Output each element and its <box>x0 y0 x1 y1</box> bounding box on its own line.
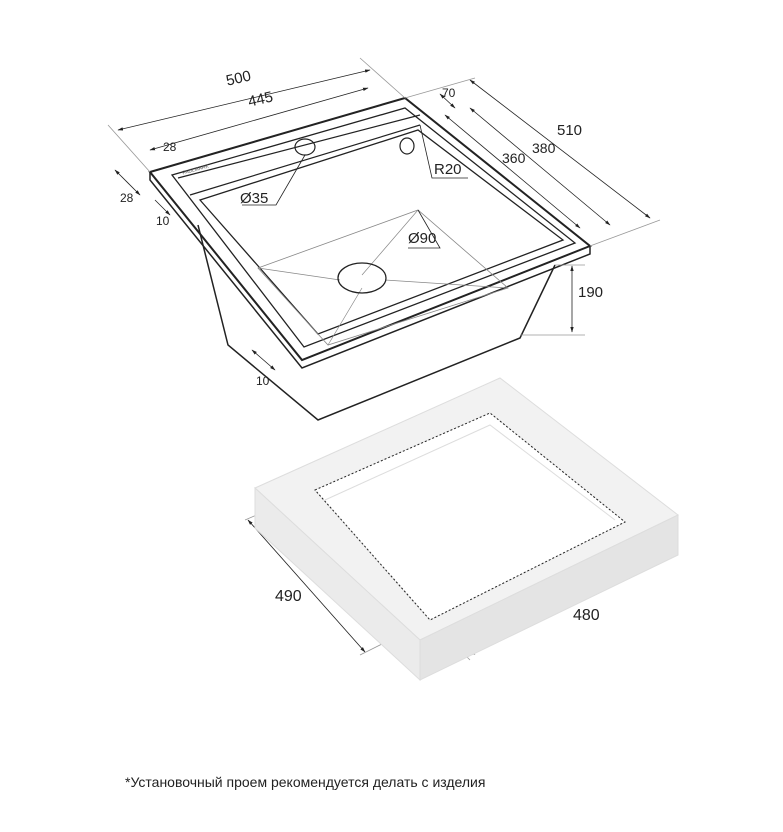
drain-hole <box>337 262 387 294</box>
sink-rim-outer <box>148 96 592 362</box>
dim-r20: R20 <box>434 161 462 178</box>
dim-10-top: 10 <box>156 214 170 228</box>
dim-360: 360 <box>502 150 526 166</box>
footnote: *Установочный проем рекомендуется делать… <box>125 774 486 790</box>
drain-grooves <box>257 209 509 346</box>
dim-190: 190 <box>578 284 604 301</box>
sink <box>148 96 592 421</box>
back-ledge <box>177 114 421 196</box>
dim-480: 480 <box>573 607 600 624</box>
dim-380: 380 <box>532 140 556 156</box>
countertop-cutout <box>254 377 679 682</box>
bowl-floor <box>257 209 509 346</box>
cutout-outline <box>314 412 626 621</box>
overflow-hole <box>399 137 415 155</box>
dim-490: 490 <box>275 588 302 605</box>
dim-drain: Ø90 <box>408 230 437 247</box>
bowl-walls <box>197 224 556 421</box>
dim-70: 70 <box>442 86 456 100</box>
sink-rim-thickness <box>149 172 591 369</box>
cutout-inner-wall <box>324 424 616 521</box>
bowl-opening <box>198 129 565 335</box>
dim-28-left: 28 <box>120 191 134 205</box>
dim-10-bottom: 10 <box>256 374 270 388</box>
dim-28-top: 28 <box>163 140 177 154</box>
dim-510: 510 <box>557 122 583 139</box>
dim-tap-hole: Ø35 <box>240 190 269 207</box>
slab-front-right <box>419 514 679 681</box>
